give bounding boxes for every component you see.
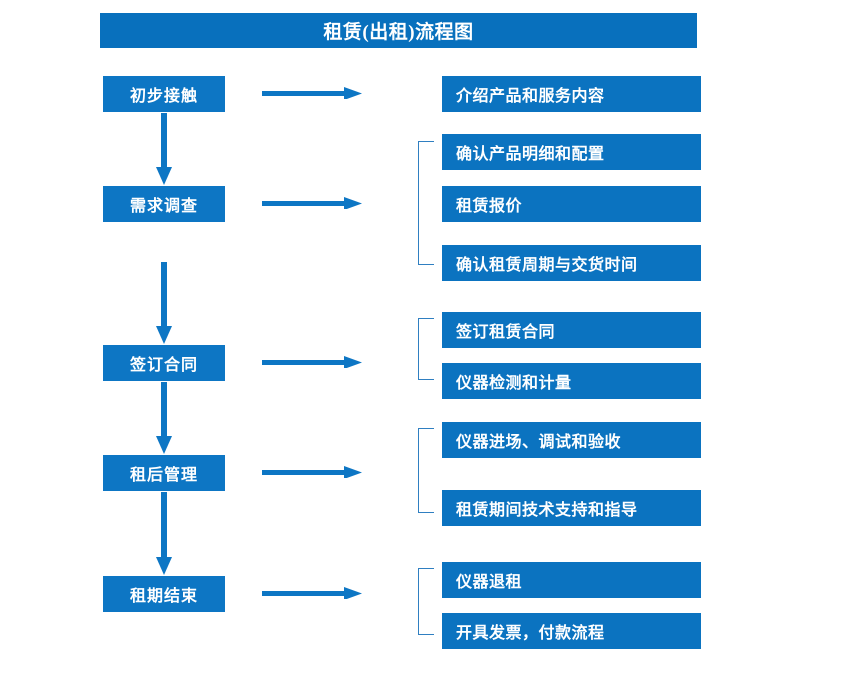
detail-box-4[interactable]: 确认租赁周期与交货时间 — [442, 245, 701, 281]
right-arrow-3 — [262, 356, 362, 368]
down-arrow-3 — [156, 382, 172, 454]
down-arrow-4 — [156, 492, 172, 575]
detail-box-6[interactable]: 仪器检测和计量 — [442, 363, 701, 399]
detail-box-8[interactable]: 租赁期间技术支持和指导 — [442, 490, 701, 526]
detail-box-7[interactable]: 仪器进场、调试和验收 — [442, 422, 701, 458]
detail-box-2[interactable]: 确认产品明细和配置 — [442, 134, 701, 170]
right-arrow-1 — [262, 87, 362, 99]
down-arrow-2 — [156, 262, 172, 344]
group-bracket-2 — [418, 141, 434, 265]
stage-box-2[interactable]: 需求调查 — [103, 186, 225, 222]
group-bracket-4 — [418, 428, 434, 513]
stage-box-4[interactable]: 租后管理 — [103, 455, 225, 491]
stage-box-1[interactable]: 初步接触 — [103, 76, 225, 112]
right-arrow-2 — [262, 197, 362, 209]
stage-box-5[interactable]: 租期结束 — [103, 576, 225, 612]
page-title: 租赁(出租)流程图 — [100, 13, 697, 48]
detail-box-3[interactable]: 租赁报价 — [442, 186, 701, 222]
right-arrow-5 — [262, 587, 362, 599]
down-arrow-1 — [156, 113, 172, 185]
stage-box-3[interactable]: 签订合同 — [103, 345, 225, 381]
group-bracket-3 — [418, 318, 434, 380]
group-bracket-5 — [418, 568, 434, 635]
detail-box-10[interactable]: 开具发票，付款流程 — [442, 613, 701, 649]
detail-box-9[interactable]: 仪器退租 — [442, 562, 701, 598]
detail-box-5[interactable]: 签订租赁合同 — [442, 312, 701, 348]
right-arrow-4 — [262, 466, 362, 478]
detail-box-1[interactable]: 介绍产品和服务内容 — [442, 76, 701, 112]
